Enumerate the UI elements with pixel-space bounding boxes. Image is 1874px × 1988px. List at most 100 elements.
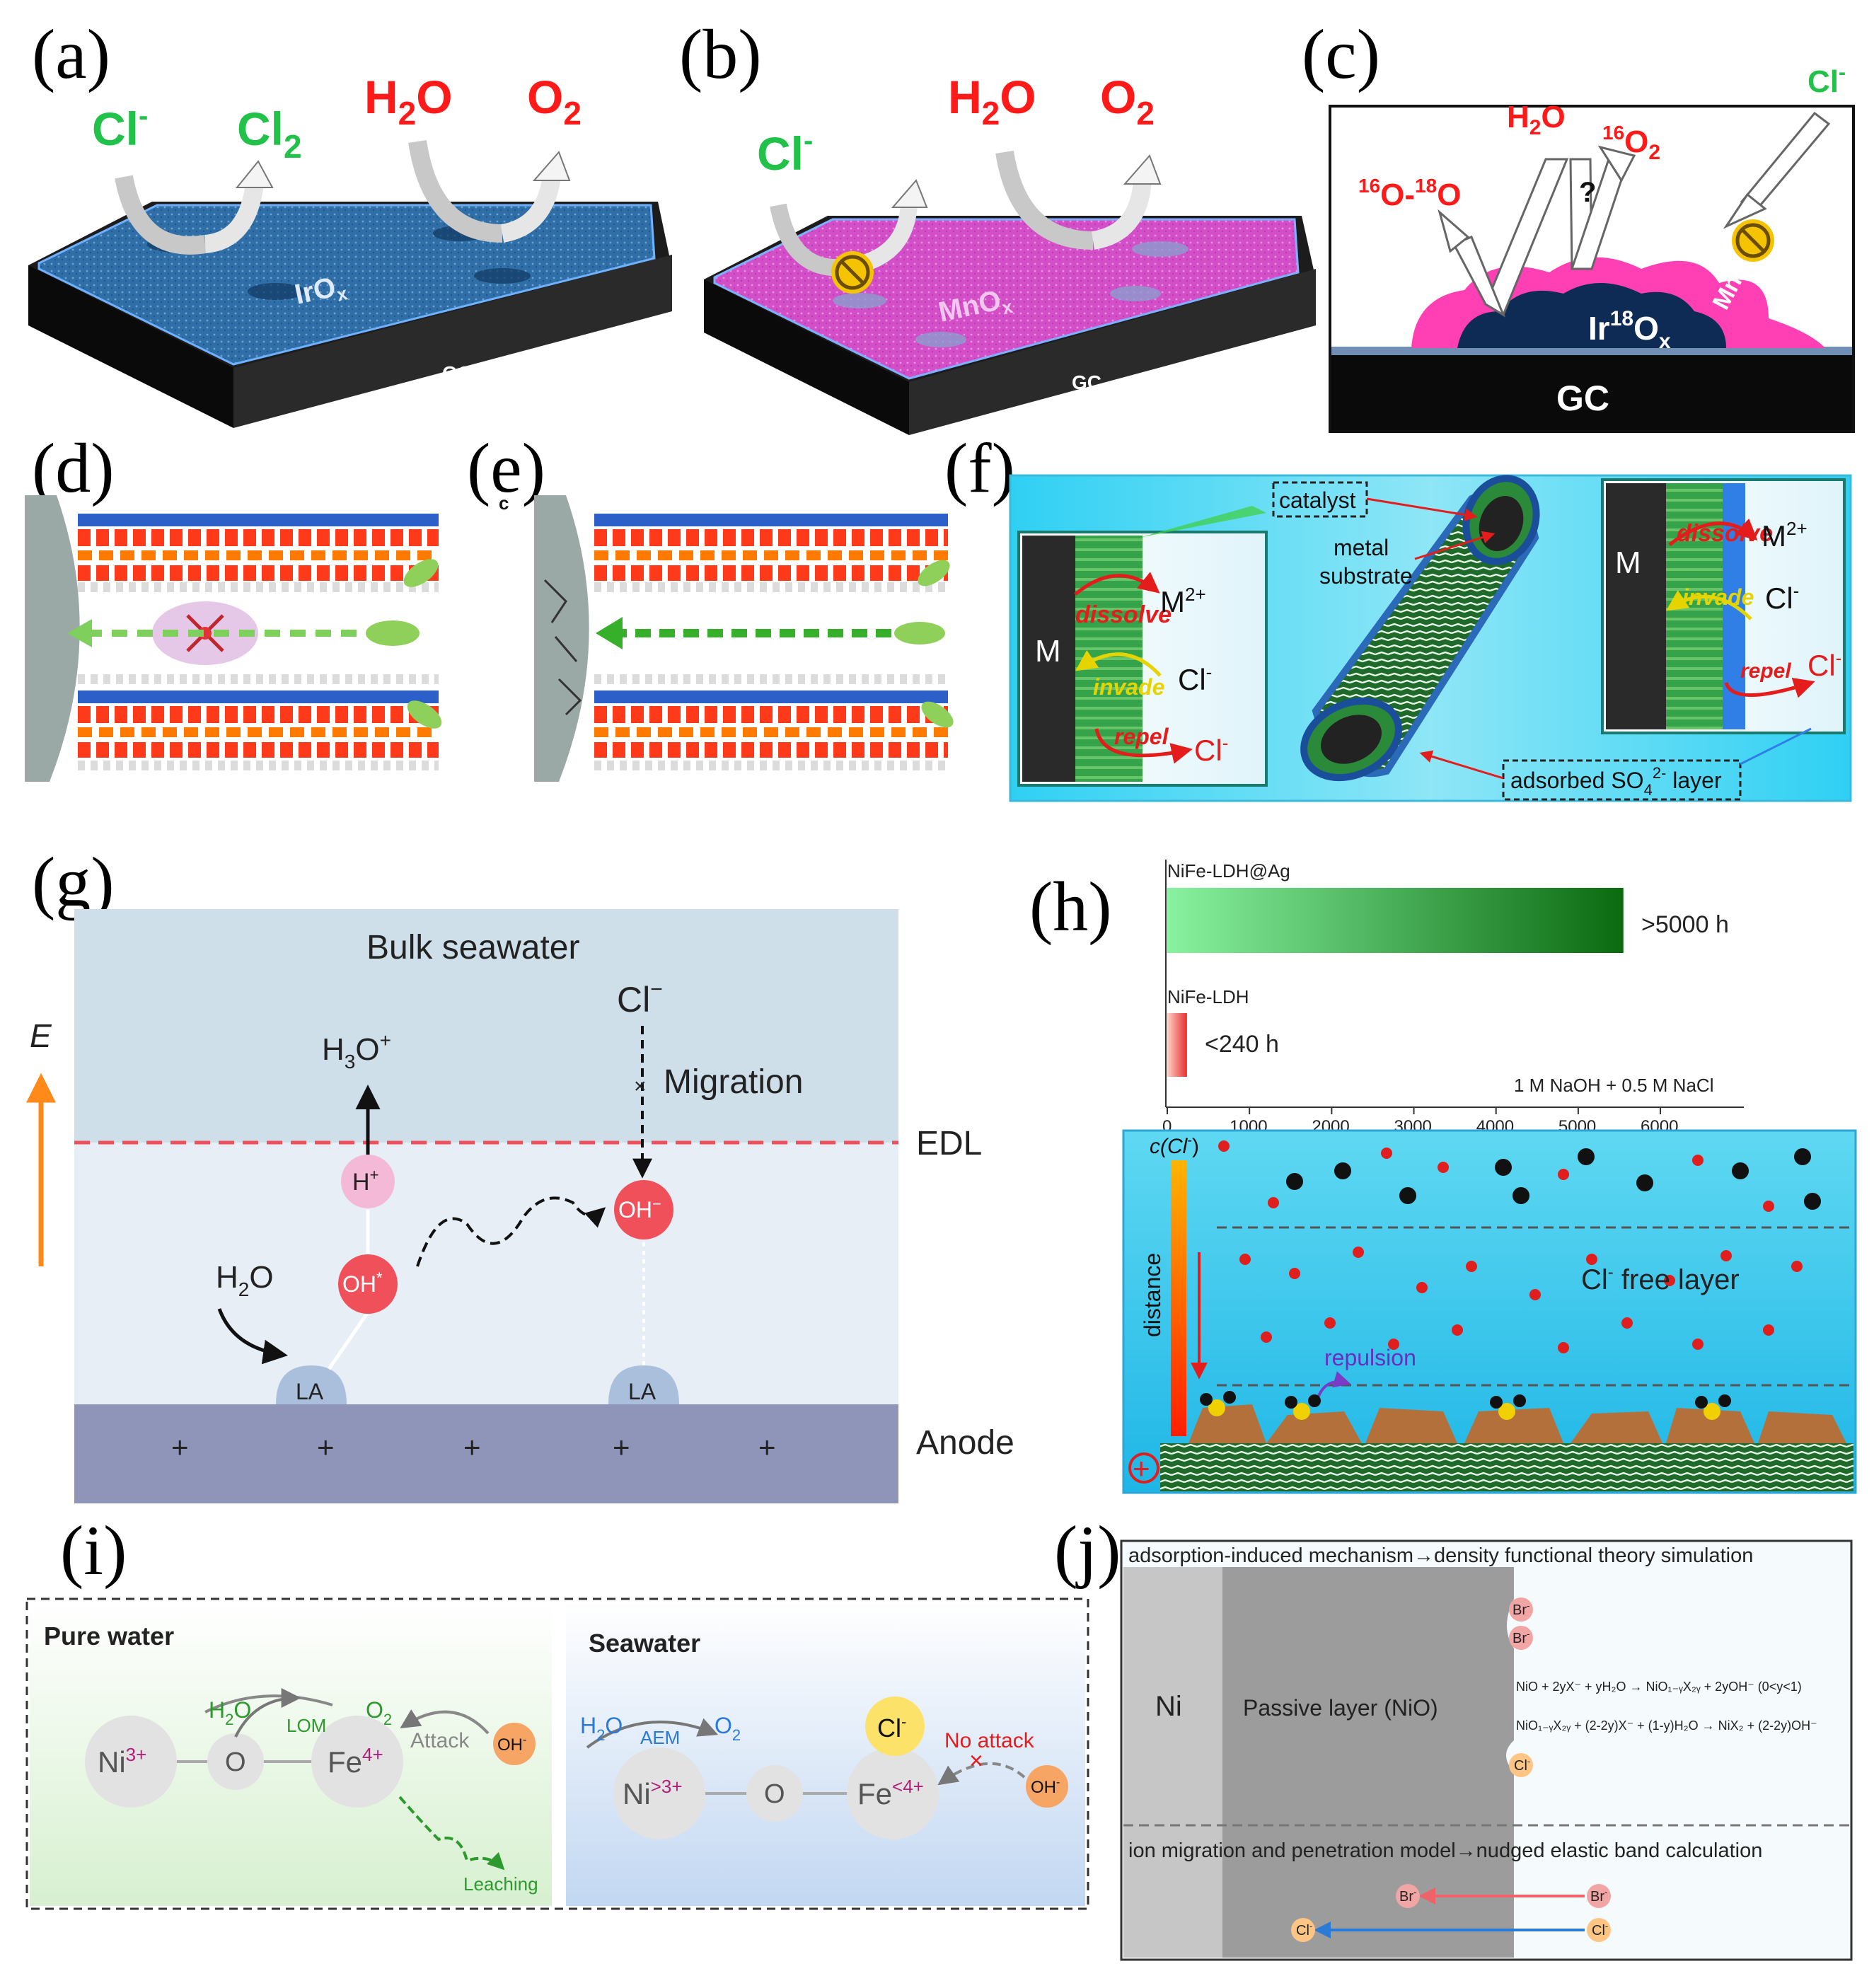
panel-b-o2: O2 [1100,71,1155,132]
panel-f-tube [1300,475,1540,782]
panel-f-metal: metal [1334,535,1389,560]
panel-f-substrate: substrate [1319,563,1413,589]
panel-i-pure-h2o: H2O [209,1697,251,1728]
panel-f-so4: adsorbed SO42- layer [1510,764,1722,799]
panel-h: (h) NiFe-LDH@Ag >5000 h NiFe-LDH <240 h … [1029,860,1857,1494]
panel-g-block-x: × [634,1075,647,1098]
panel-i-pure-attack: Attack [410,1729,470,1752]
panel-j-title-bottom: ion migration and penetration model→nudg… [1128,1839,1762,1862]
panel-j-br-left: Br- [1399,1887,1416,1905]
panel-h-substrate [1160,1443,1853,1491]
panel-i-sea-aem: AEM [640,1727,680,1748]
panel-f-right-cl: Cl- [1765,580,1799,615]
panel-h-bar2-label: NiFe-LDH [1167,986,1249,1007]
panel-a-cl-in: Cl- [92,100,148,155]
panel-f-inset-right: M dissolve M2+ invade Cl- repel Cl- [1601,478,1846,734]
panel-g-la-1: LA [296,1379,324,1404]
panel-c-mixed-o: 16O-18O [1358,175,1461,212]
panel-f-left-repel: repel [1114,724,1169,749]
panel-f-left-m: M [1035,634,1061,669]
panel-g-h3o: H3O+ [322,1029,391,1073]
panel-c-core-label: Ir18Ox [1588,307,1671,353]
panel-j-br-top-2: Br- [1512,1629,1529,1646]
panel-g-la-right [608,1365,679,1404]
panel-h-free-layer: Cl- free layer [1581,1263,1740,1295]
panel-c-arrows [1438,111,1831,318]
panel-g-oh-minus [614,1180,673,1239]
panel-i-pure-o: O [225,1747,246,1777]
panel-i-sea-x: × [969,1747,983,1774]
panel-e-ni-foam [534,495,589,782]
panel-f-left-cl: Cl- [1178,661,1212,696]
panel-j: (j) adsorption-induced mechanism→density… [1054,1511,1853,1961]
panel-i: (i) Pure water Seawater Ni3+ O Fe4+ OH- … [25,1511,1089,1910]
panel-g: (g) Bulk seawater E EDL Anode + + + + + … [26,843,1014,1503]
panel-f-catalyst: catalyst [1279,487,1356,513]
panel-b-substrate-label: GC [1072,371,1101,393]
panel-f-right-invade: invade [1682,584,1754,610]
panel-g-la-left [276,1365,347,1404]
panel-c-h2o: H2O [1507,100,1566,139]
panel-g-h-plus-text: H+ [352,1166,378,1196]
panel-g-bulk-region [74,909,898,1143]
panel-e: (e) c Ni foam [467,429,954,782]
panel-a-o2: O2 [527,71,582,132]
panel-c-label: (c) [1302,15,1380,93]
panel-d-label: (d) [32,429,115,507]
panel-h-repulsion: repulsion [1324,1345,1416,1370]
panel-h-distance: distance [1140,1253,1165,1337]
panel-g-axis: E [30,1017,52,1054]
panel-h-catalyst-grains [1188,1404,1846,1443]
panel-g-la-2: LA [628,1379,657,1404]
panel-c-block-symbol [1732,219,1774,262]
panel-b-cl-in: Cl- [757,125,813,180]
panel-h-gradient-bar [1171,1160,1186,1436]
panel-f-left-invade: invade [1093,674,1164,700]
panel-g-plus-1: + [171,1431,189,1464]
panel-h-adsorbed-anions [1200,1391,1731,1420]
panel-f: (f) M dissolve M2+ invade Cl- repel Cl- … [944,429,1852,802]
panel-i-sea-ni: Ni>3+ [623,1776,683,1810]
panel-b-label: (b) [679,15,762,93]
panel-j-cl-left: Cl- [1296,1921,1312,1938]
panel-j-label: (j) [1054,1511,1121,1590]
panel-g-label: (g) [32,843,115,921]
panel-i-label: (i) [60,1511,127,1590]
panel-a-label: (a) [32,15,110,93]
panel-h-plus-circle [1128,1452,1159,1484]
panel-c-cl: Cl- [1808,61,1846,99]
panel-d-ldh-bottom [78,674,439,770]
panel-h-bar1-text: >5000 h [1641,911,1729,938]
panel-c-core [1457,283,1726,348]
panel-g-migration: Migration [664,1063,803,1101]
panel-h-bar-nife-ldh [1167,1013,1187,1077]
panel-f-right-repel: repel [1740,659,1791,683]
panel-g-cl: Cl− [617,978,663,1019]
panel-g-oh-minus-text: OH− [618,1195,661,1223]
panel-f-left-dissolve: dissolve [1075,601,1172,628]
panel-g-anode: Anode [916,1424,1014,1462]
panel-h-condition: 1 M NaOH + 0.5 M NaCl [1514,1075,1713,1096]
panel-f-right-dissolve: dissolve [1677,520,1773,547]
panel-d: (d) Ni foam [25,429,442,782]
panel-j-passive: Passive layer (NiO) [1243,1695,1438,1721]
panel-h-label: (h) [1029,867,1112,946]
panel-b-h2o: H2O [948,71,1036,132]
panel-g-plus-4: + [613,1431,630,1464]
panel-i-pure-o2: O2 [366,1697,392,1728]
panel-j-title-top: adsorption-induced mechanism→density fun… [1128,1544,1753,1567]
panel-g-plus-2: + [317,1431,335,1464]
panel-e-label: (e) [467,429,545,507]
panel-g-h2o: H2O [216,1260,274,1300]
panel-h-bulk-ions [1218,1140,1821,1212]
panel-f-right-cl2: Cl- [1808,647,1841,682]
panel-d-ldh-top [78,514,439,592]
panel-j-ni-layer [1123,1567,1222,1958]
panel-c-o2: 16O2 [1602,122,1660,164]
panel-g-bulk: Bulk seawater [366,929,579,966]
panel-g-anode-region [74,1404,898,1503]
panel-j-cl-top: Cl- [1514,1756,1530,1774]
panel-e-ldh-top [594,514,948,592]
panel-g-edl-region [74,1143,898,1404]
panel-a-slab [28,202,672,428]
